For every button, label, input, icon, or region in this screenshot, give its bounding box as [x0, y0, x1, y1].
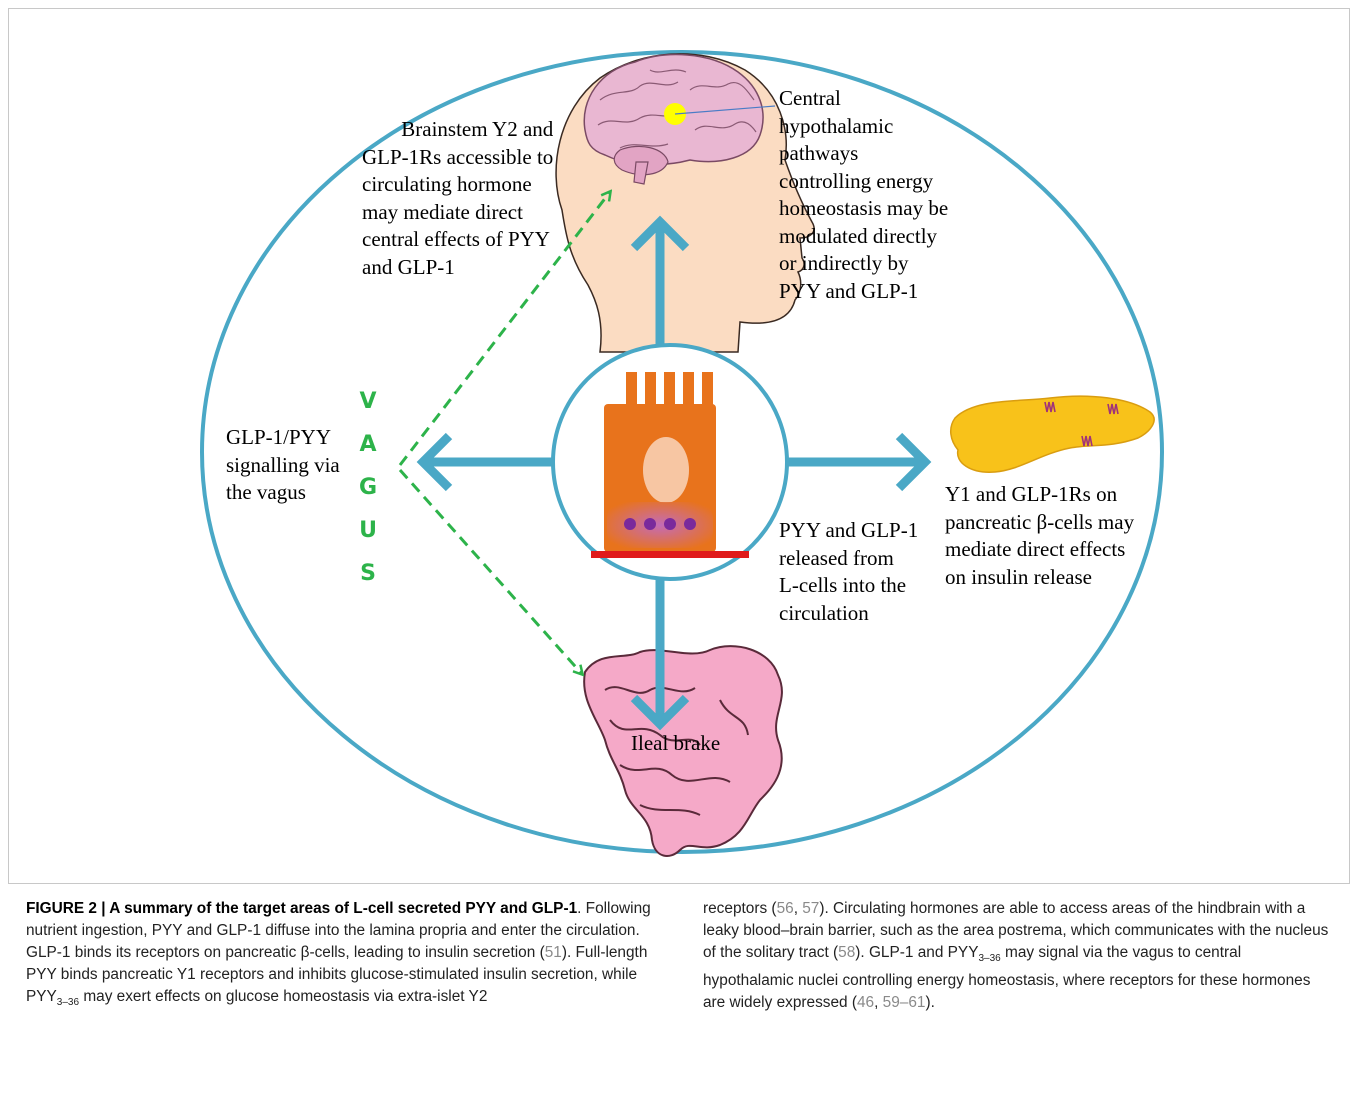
vagus-arrow-down	[400, 470, 582, 674]
citation-link[interactable]: 51	[545, 944, 562, 961]
citation-link[interactable]: 56	[777, 900, 794, 917]
vagus-signalling-label: GLP-1/PYY signalling via the vagus	[226, 424, 340, 507]
vagus-vertical-label: V A G U S	[356, 380, 380, 595]
intestine-label: Ileal brake	[631, 730, 720, 758]
caption-right-column: receptors (56, 57). Circulating hormones…	[703, 898, 1333, 1014]
caption-title: FIGURE 2 | A summary of the target areas…	[26, 900, 577, 917]
citation-link[interactable]: 57	[802, 900, 819, 917]
brain-label: Brainstem Y2 and GLP-1Rs accessible to c…	[362, 116, 553, 281]
basement-membrane	[591, 551, 749, 558]
hypothalamus-label: Central hypothalamic pathways controllin…	[779, 85, 948, 305]
citation-link[interactable]: 59–61	[883, 994, 926, 1011]
pancreas-label: Y1 and GLP-1Rs on pancreatic β-cells may…	[945, 481, 1134, 591]
citation-link[interactable]: 46	[857, 994, 874, 1011]
lcell-label: PYY and GLP-1 released from L-cells into…	[779, 517, 918, 627]
citation-link[interactable]: 58	[838, 944, 855, 961]
caption-left-column: FIGURE 2 | A summary of the target areas…	[26, 898, 666, 1014]
